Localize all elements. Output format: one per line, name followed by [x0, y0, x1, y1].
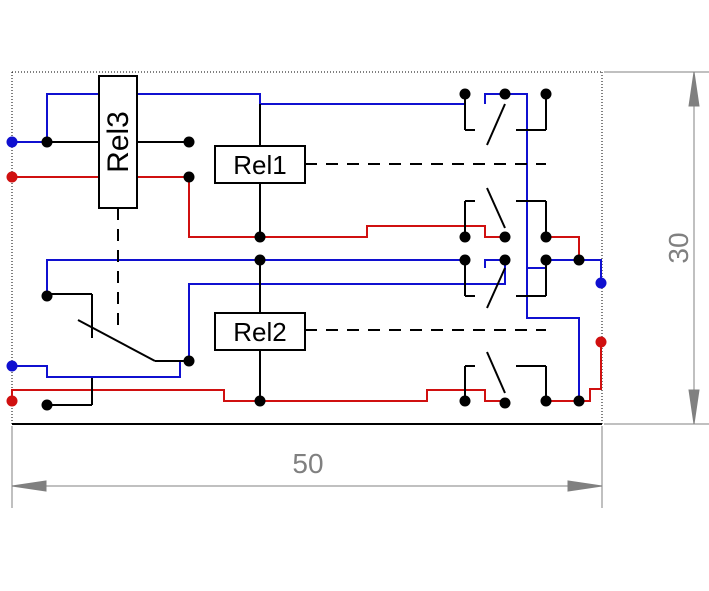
relay-rel3-label: Rel3 — [102, 111, 135, 173]
relay-rel1-label: Rel1 — [233, 150, 286, 180]
red-terminals — [6, 171, 607, 407]
width-dimension-label: 50 — [292, 448, 323, 479]
blue-terminals — [6, 136, 607, 372]
relay-linkages — [117, 163, 546, 331]
black-wires — [47, 94, 547, 406]
relay-rel1: Rel1 — [214, 145, 306, 184]
relay-rel3: Rel3 — [98, 75, 138, 209]
red-wires — [11, 176, 602, 402]
junction-dots — [41, 88, 585, 411]
relay-rel2-label: Rel2 — [233, 317, 286, 347]
board-outline — [11, 71, 603, 425]
dimension-lines — [11, 71, 709, 508]
height-dimension-label: 30 — [663, 232, 694, 263]
blue-wires — [12, 93, 602, 401]
relay-rel2: Rel2 — [214, 312, 306, 351]
